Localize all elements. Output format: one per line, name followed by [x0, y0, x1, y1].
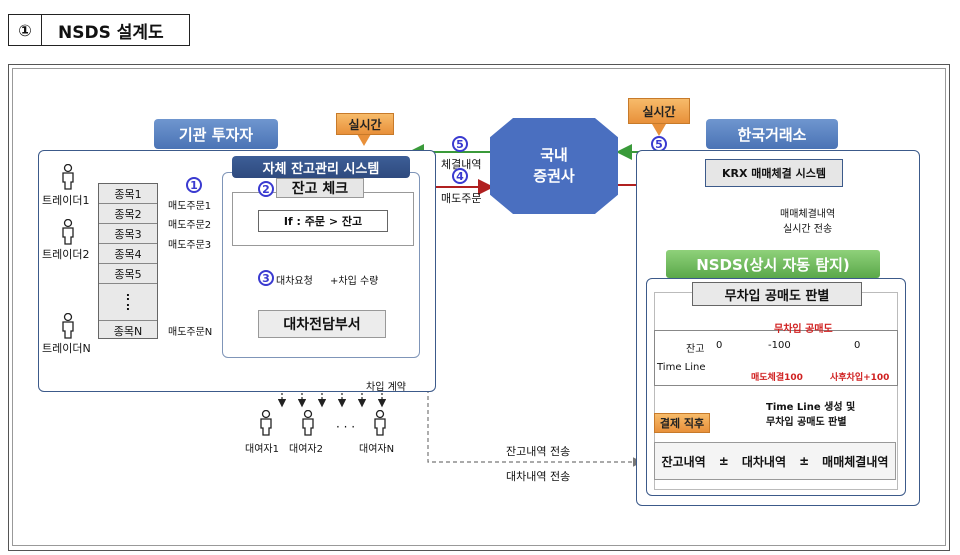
loan-dept: 대차전담부서	[258, 310, 386, 338]
generate-line-1: Time Line 생성 및	[766, 402, 856, 413]
trader-label-2: 트레이더2	[42, 248, 90, 261]
realtime-badge-right: 실시간	[628, 98, 690, 124]
sell-order-label-left: 매도주문	[441, 192, 482, 205]
sell-order-label-n: 매도주문N	[168, 327, 213, 338]
system-title: 자체 잔고관리 시스템	[232, 156, 410, 178]
trader-label-n: 트레이더N	[42, 342, 91, 355]
diagram-title: ① NSDS 설계도	[8, 14, 190, 46]
stock-cell: 종목1	[99, 184, 157, 204]
formula-exec: 매매체결내역	[822, 454, 889, 469]
lender-label-2: 대여자2	[289, 444, 323, 455]
title-number: ①	[9, 15, 42, 45]
realtime-badge-left: 실시간	[336, 113, 394, 135]
settle-badge: 결제 직후	[654, 413, 710, 433]
burst-label: 무차입 공매도	[774, 324, 833, 335]
timeline-label: Time Line	[657, 362, 706, 373]
nsds-header: NSDS(상시 자동 탐지)	[666, 250, 880, 278]
broker-line-1: 국내	[540, 146, 568, 164]
krx-detail-line-1: 매매체결내역	[780, 209, 836, 220]
diagram-frame	[8, 64, 950, 551]
stock-table: 종목1 종목2 종목3 종목4 종목5 :: 종목N	[98, 183, 158, 339]
stock-cell: 종목N	[113, 324, 143, 338]
krx-detail-line-2: 실시간 전송	[783, 224, 833, 235]
step-5-badge-left: 5	[452, 136, 468, 152]
stock-cell: 종목2	[99, 204, 157, 224]
loan-qty-label: +차입 수량	[330, 276, 379, 287]
balance-transfer-label: 잔고내역 전송	[506, 445, 571, 458]
trader-icon	[62, 313, 74, 339]
step-3-badge: 3	[258, 270, 274, 286]
realtime-arrow-right	[652, 124, 666, 136]
stock-ellipsis: ::	[99, 284, 157, 321]
trader-icon	[62, 164, 74, 190]
institution-header: 기관 투자자	[154, 119, 278, 149]
title-text: NSDS 설계도	[58, 22, 164, 43]
sell-order-label-1: 매도주문1	[168, 201, 212, 212]
formula-loan: 대차내역	[741, 454, 787, 469]
lender-label-1: 대여자1	[245, 444, 279, 455]
loan-transfer-label: 대차내역 전송	[506, 470, 571, 483]
sell-order-label-2: 매도주문2	[168, 220, 212, 231]
borrow-contract-label: 차입 계약	[366, 382, 406, 393]
sell-order-label-3: 매도주문3	[168, 240, 212, 251]
nsds-judge-title: 무차입 공매도 판별	[692, 282, 862, 306]
loan-request-label: 대차요청	[276, 276, 313, 287]
lender-ellipsis: · · ·	[336, 420, 356, 434]
generate-line-2: 무차입 공매도 판별	[766, 417, 847, 428]
lender-icon	[260, 410, 272, 436]
balance-zero-1: 0	[716, 340, 723, 351]
broker-line-2: 증권사	[533, 167, 575, 185]
condition-box: If : 주문 > 잔고	[258, 210, 388, 232]
trader-label-1: 트레이더1	[42, 194, 90, 207]
krx-header: 한국거래소	[706, 119, 838, 149]
formula-op-1: ±	[718, 454, 729, 468]
lender-icon	[302, 410, 314, 436]
stock-cell: 종목5	[99, 264, 157, 284]
stock-cell: 종목3	[99, 224, 157, 244]
sell-exec-label: 매도체결100	[751, 373, 803, 383]
trader-icon	[62, 219, 74, 245]
timeline-box	[654, 330, 898, 386]
formula-box: 잔고내역 ± 대차내역 ± 매매체결내역	[654, 442, 896, 480]
exec-detail-label-left: 체결내역	[441, 158, 482, 171]
lender-label-n: 대여자N	[359, 444, 395, 455]
generate-text: Time Line 생성 및 무차입 공매도 판별	[766, 398, 855, 428]
balance-minus-100: -100	[768, 340, 791, 351]
formula-balance: 잔고내역	[661, 454, 706, 469]
balance-label: 잔고	[686, 344, 705, 355]
broker-node: 국내 증권사	[490, 118, 618, 214]
realtime-arrow-left	[357, 134, 371, 146]
balance-zero-2: 0	[854, 340, 861, 351]
krx-system: KRX 매매체결 시스템	[705, 159, 843, 187]
stock-cell: 종목4	[99, 244, 157, 264]
step-1-badge: 1	[186, 177, 202, 193]
formula-op-2: ±	[799, 454, 810, 468]
post-borrow-label: 사후차입+100	[830, 373, 890, 383]
step-4-badge-left: 4	[452, 168, 468, 184]
lender-icon	[374, 410, 386, 436]
balance-check: 잔고 체크	[276, 178, 364, 198]
step-2-badge: 2	[258, 181, 274, 197]
krx-detail-text: 매매체결내역 실시간 전송	[780, 205, 835, 235]
